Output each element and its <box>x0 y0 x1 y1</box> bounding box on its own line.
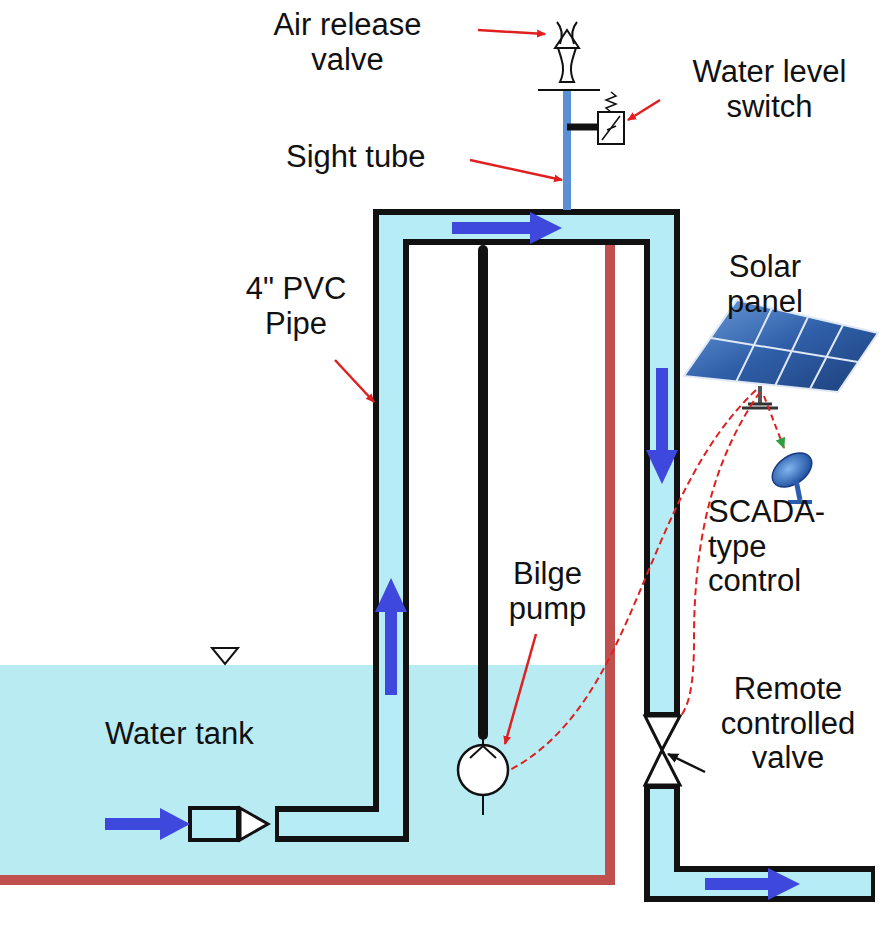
satellite-dish <box>766 446 818 502</box>
part-label: Bilge pump <box>490 557 605 626</box>
level-switch <box>598 112 624 144</box>
pump-riser <box>478 250 488 735</box>
flow-arrows <box>105 212 800 900</box>
pump-symbol <box>458 745 508 795</box>
air-release-valve <box>558 48 576 82</box>
water-surface-symbol <box>212 648 238 664</box>
part-label: SCADA-type control <box>708 495 848 599</box>
part-label: Water level switch <box>652 55 887 124</box>
pump-symbol <box>470 746 496 758</box>
check-valve <box>190 808 238 840</box>
part-label: 4" PVC Pipe <box>236 272 356 341</box>
level-switch-spring <box>606 92 616 112</box>
switch-stub <box>567 124 598 131</box>
pipe-fill <box>279 227 662 824</box>
air-release-valve <box>555 30 579 48</box>
part-label: Solar panel <box>700 250 830 319</box>
leader-lines <box>335 30 660 744</box>
pipe-fill <box>662 789 871 884</box>
tank-water <box>0 665 605 875</box>
part-label: Air release valve <box>240 8 455 77</box>
air-valve-base <box>538 89 600 91</box>
sight-tube <box>563 90 571 210</box>
valve-symbol <box>645 716 680 785</box>
part-label: Sight tube <box>286 140 476 175</box>
air-release-valve <box>557 22 577 44</box>
control-line <box>764 396 784 448</box>
tank-region: Water tank <box>0 665 605 875</box>
level-switch <box>602 116 620 140</box>
part-label: Remote controlled valve <box>693 672 883 776</box>
valve-actuator <box>668 754 705 772</box>
tank-label: Water tank <box>105 717 254 752</box>
tank-floor <box>0 875 615 885</box>
tank-wall <box>605 245 615 885</box>
pipe-outline <box>275 227 662 824</box>
check-valve <box>240 808 268 840</box>
